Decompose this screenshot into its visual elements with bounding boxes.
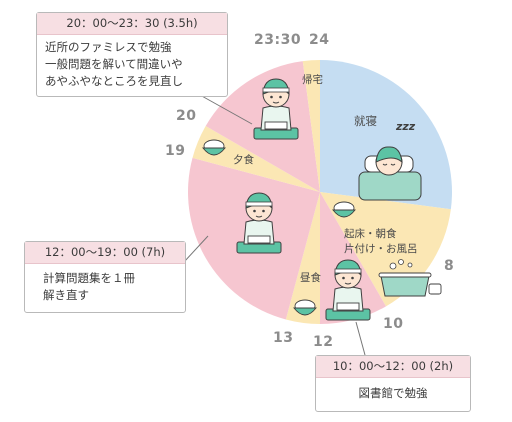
hour-label-24: 24	[309, 32, 330, 48]
segment-label-dinner: 夕食	[233, 154, 254, 166]
hour-label-19: 19	[165, 143, 186, 159]
callout-morning-study: 10：00〜12：00 (2h) 図書館で勉強	[315, 355, 471, 412]
segment-label-sleep: 就寝	[354, 114, 377, 128]
callout-evening-line-2: 一般問題を解いて間違いや	[45, 57, 183, 71]
callout-afternoon-line-1: 計算問題集を１冊	[43, 271, 135, 285]
hour-label-8: 8	[444, 258, 455, 274]
rice-bowl-icon	[293, 299, 317, 316]
hour-label-10: 10	[383, 316, 404, 332]
segment-label-morning-1: 起床・朝食	[344, 228, 397, 240]
studying-person-icon	[325, 259, 371, 321]
callout-morning-line-1: 図書館で勉強	[358, 386, 428, 400]
callout-morning-time: 10：00〜12：00 (2h)	[316, 356, 470, 378]
callout-evening-time: 20：00〜23：30 (3.5h)	[37, 13, 227, 35]
sector-homecoming	[302, 60, 320, 192]
callout-afternoon-study: 12：00〜19：00 (7h) 計算問題集を１冊 解き直す	[24, 241, 186, 313]
sector-dinner	[192, 126, 320, 192]
studying-person-icon	[236, 192, 282, 254]
illustrations	[202, 78, 442, 321]
segment-label-morning-2: 片付け・お風呂	[344, 243, 418, 255]
guide-morning	[355, 321, 366, 356]
callout-guide-lines	[183, 94, 366, 356]
callout-evening-body: 近所のファミレスで勉強 一般問題を解いて間違いや あやふやなところを見直し	[37, 35, 227, 96]
callout-evening-study: 20：00〜23：30 (3.5h) 近所のファミレスで勉強 一般問題を解いて間…	[36, 12, 228, 97]
callout-evening-line-3: あやふやなところを見直し	[45, 74, 183, 88]
callout-afternoon-line-2: 解き直す	[43, 288, 89, 302]
guide-afternoon	[183, 235, 209, 263]
hour-label-12: 12	[313, 334, 334, 350]
hour-label-13: 13	[273, 330, 294, 346]
rice-bowl-icon	[202, 139, 226, 156]
sector-sleep	[320, 60, 452, 210]
bathtub-icon	[378, 259, 442, 297]
segment-label-homecoming: 帰宅	[302, 74, 323, 86]
callout-morning-body: 図書館で勉強	[316, 378, 470, 411]
sleeping-person-icon	[358, 146, 422, 201]
rice-bowl-icon	[332, 201, 356, 218]
sector-lunch	[285, 192, 320, 324]
callout-afternoon-body: 計算問題集を１冊 解き直す	[25, 264, 185, 312]
hour-label-20: 20	[176, 108, 197, 124]
sleep-zzz-mark: zzz	[396, 120, 416, 133]
callout-afternoon-time: 12：00〜19：00 (7h)	[25, 242, 185, 264]
guide-evening	[199, 94, 253, 125]
hour-label-23-30: 23:30	[254, 32, 302, 48]
studying-person-icon	[253, 78, 299, 140]
callout-evening-line-1: 近所のファミレスで勉強	[45, 40, 172, 54]
segment-label-lunch: 昼食	[300, 272, 321, 284]
